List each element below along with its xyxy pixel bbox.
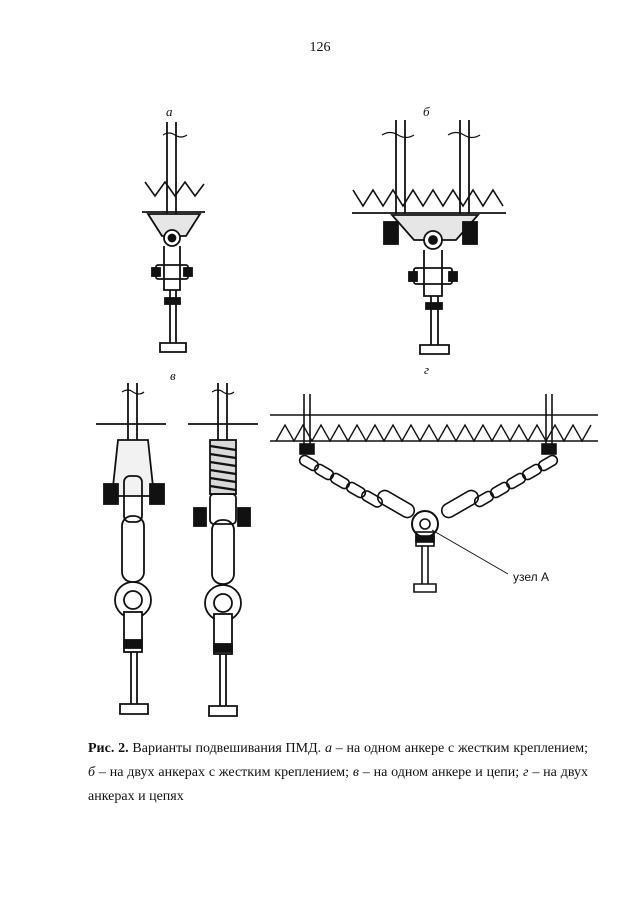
panel-label-v: в (170, 368, 176, 383)
node-a-label: узел А (513, 570, 549, 584)
caption-letter-b: б (88, 765, 96, 780)
panel-label-b: б (423, 104, 430, 119)
page-number: 126 (309, 40, 331, 55)
panel-b-drawing (352, 120, 506, 355)
figure-caption: Рис. 2. Варианты подвешивания ПМД. а – н… (88, 737, 588, 809)
panel-a-drawing (142, 122, 205, 353)
caption-letter-a: а (324, 741, 332, 756)
caption-title: Варианты подвешивания ПМД. (128, 741, 325, 756)
suspension-variants-figure (96, 120, 598, 717)
caption-text-a: – на одном анкере с жестким креплением; (331, 741, 588, 756)
panel-g-drawing (270, 394, 598, 593)
caption-text-b: – на двух анкерах с жестким креплением; (95, 765, 353, 780)
caption-letter-v: в (352, 765, 359, 780)
caption-prefix: Рис. 2. (88, 741, 129, 756)
panel-label-g: г (424, 362, 430, 377)
panel-v-drawing (96, 383, 258, 717)
panel-label-a: а (166, 104, 173, 119)
caption-letter-g: г (523, 765, 529, 780)
caption-text-g: – на двух анкерах и цепях (88, 765, 588, 804)
caption-text-v: – на одном анкере и цепи; (358, 765, 524, 780)
